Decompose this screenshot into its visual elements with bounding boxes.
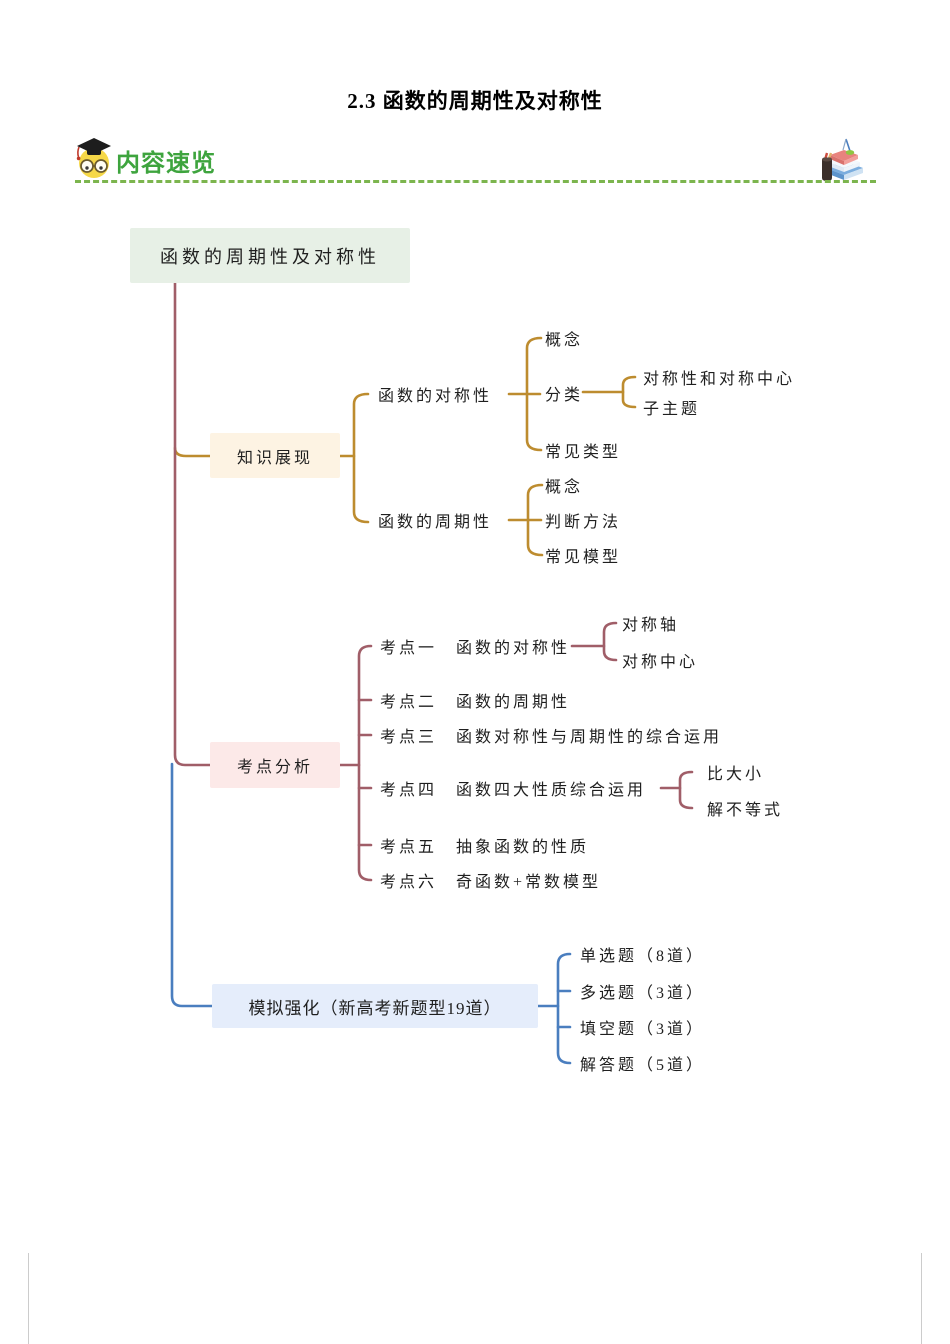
node-kaodian-2: 考点二 函数的周期性 [380,694,571,711]
node-symmetry-center: 对称中心 [622,654,699,671]
node-periodicity-models: 常见模型 [545,549,622,566]
page-edge-right [921,1253,922,1344]
dashed-divider [75,180,876,183]
owl-graduate-icon [76,138,111,178]
node-symmetry-concept: 概念 [545,332,584,349]
node-kaodian-5: 考点五 抽象函数的性质 [380,839,590,856]
node-kaodian-6: 考点六 奇函数+常数模型 [380,874,602,891]
node-function-symmetry: 函数的对称性 [378,388,493,405]
node-compare-size: 比大小 [707,766,765,783]
page-title: 2.3 函数的周期性及对称性 [347,89,603,113]
node-kaodian-3: 考点三 函数对称性与周期性的综合运用 [380,729,723,746]
page-edge-left [28,1253,29,1344]
node-kaodian-4: 考点四 函数四大性质综合运用 [380,782,647,799]
node-solve-inequality: 解不等式 [707,802,784,819]
node-fill-blank: 填空题（3道） [580,1021,706,1038]
node-kaodian-1: 考点一 函数的对称性 [380,640,571,657]
mindmap-branch-practice-node: 模拟强化（新高考新题型19道） [212,984,538,1028]
node-single-choice: 单选题（8道） [580,948,706,965]
node-periodicity-judgment: 判断方法 [545,514,622,531]
node-subtopic: 子主题 [643,401,701,418]
node-periodicity-concept: 概念 [545,479,584,496]
node-symmetry-axis: 对称轴 [622,617,680,634]
mindmap-root-node: 函数的周期性及对称性 [130,228,410,283]
books-icon [822,138,863,181]
node-symmetry-common-types: 常见类型 [545,444,622,461]
node-free-response: 解答题（5道） [580,1057,706,1074]
node-function-periodicity: 函数的周期性 [378,514,493,531]
node-symmetry-classification: 分类 [545,387,584,404]
node-multi-choice: 多选题（3道） [580,985,706,1002]
mindmap-branch-exam-analysis-node: 考点分析 [210,742,340,788]
mindmap-branch-knowledge-node: 知识展现 [210,433,340,478]
section-header-label: 内容速览 [116,150,216,177]
node-symmetry-axis-center: 对称性和对称中心 [643,371,796,388]
